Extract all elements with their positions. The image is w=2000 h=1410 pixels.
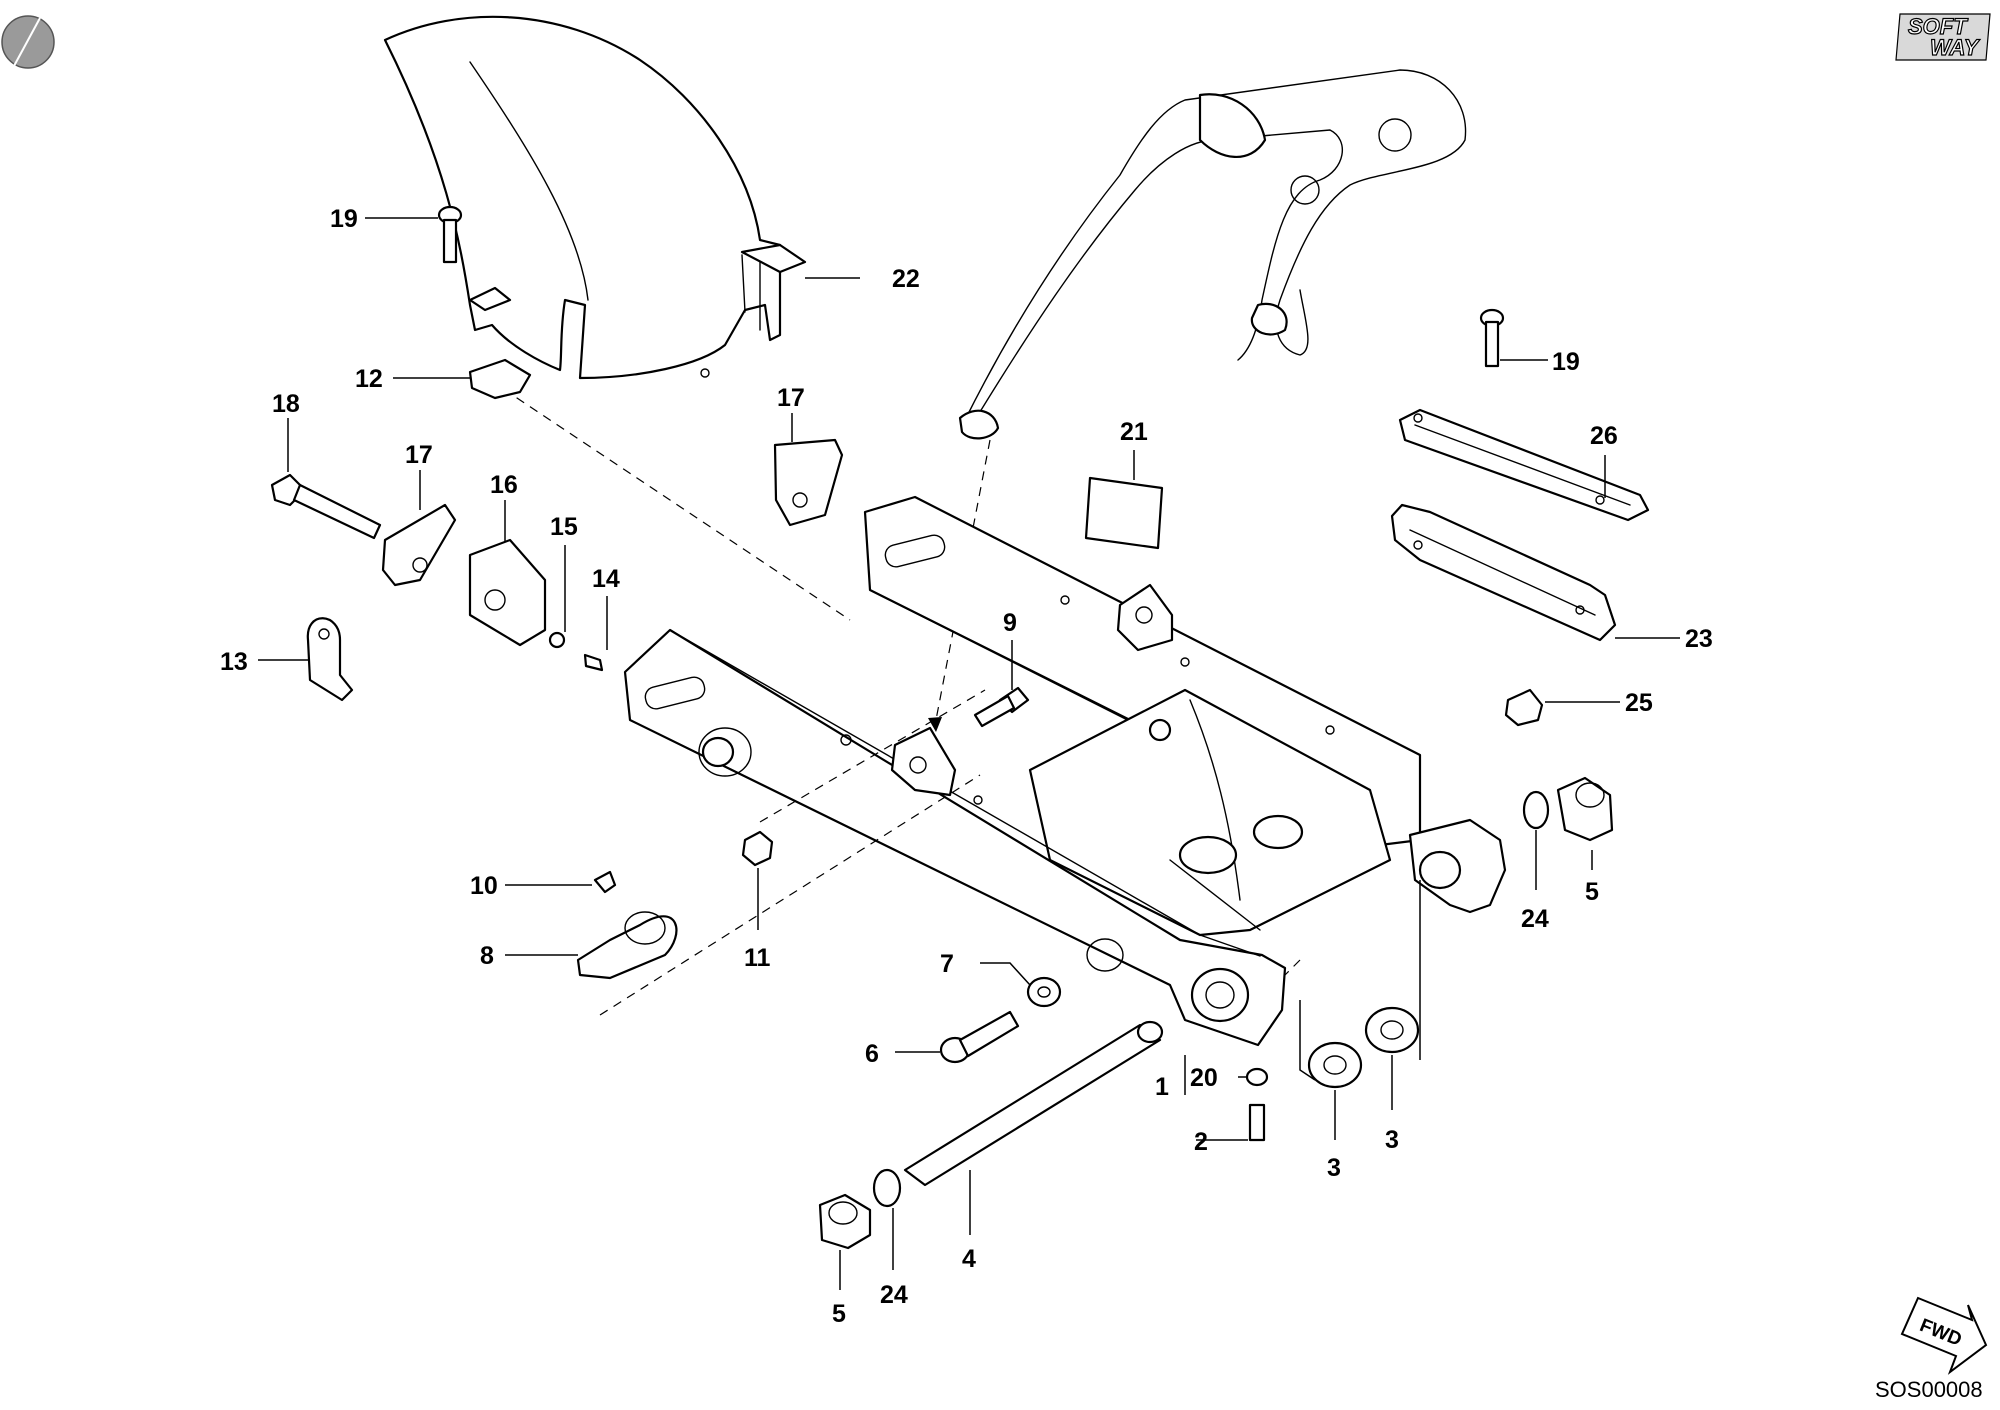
brand-logo-line1: SOFT	[1908, 14, 1968, 39]
callout-leaders	[258, 217, 1680, 1290]
callout-9: 9	[1003, 609, 1017, 637]
callout-14: 14	[592, 565, 620, 593]
callout-17a: 17	[777, 384, 805, 412]
label-sticker	[1084, 476, 1164, 550]
callout-15: 15	[550, 513, 578, 541]
pivot-shaft-4	[903, 1020, 1164, 1187]
construction-line-b	[599, 774, 981, 1016]
washer-7	[1026, 976, 1062, 1008]
chain-guide-bracket-a	[773, 438, 844, 527]
callout-26: 26	[1590, 422, 1618, 450]
brand-logo-line2: WAY	[1930, 35, 1981, 60]
callout-17b: 17	[405, 441, 433, 469]
bolt-6	[939, 1010, 1020, 1064]
washer-3b	[1364, 1006, 1420, 1054]
callout-11: 11	[744, 944, 771, 972]
chain-guide-bracket-b	[381, 503, 457, 587]
construction-line-d	[1284, 959, 1301, 976]
callout-25: 25	[1625, 689, 1653, 717]
nut-11	[741, 830, 774, 867]
pivot-cap-5b	[818, 1193, 872, 1250]
drawing-code: SOS00008	[1875, 1377, 1983, 1402]
brand-logo: SOFT WAY	[1895, 13, 1991, 61]
callout-6: 6	[865, 1040, 879, 1068]
screw-19a	[437, 205, 463, 264]
callout-4: 4	[962, 1245, 976, 1273]
corner-mark-icon	[1, 15, 55, 69]
circlip-24b	[872, 1168, 902, 1208]
callout-10: 10	[470, 872, 498, 900]
mudguard-clip	[468, 358, 532, 400]
callout-23: 23	[1685, 625, 1713, 653]
chain-guide-lower	[1390, 503, 1617, 642]
clamp-8	[576, 915, 678, 980]
callout-labels: 19 22 12 17 18 17 16 15 14 13 21 19 26 2…	[220, 205, 1713, 1328]
chain-guide-upper	[1398, 408, 1650, 522]
callout-2: 2	[1194, 1128, 1208, 1156]
callout-3a: 3	[1327, 1154, 1341, 1182]
callout-21: 21	[1120, 418, 1148, 446]
construction-line-a	[489, 379, 851, 621]
adjuster-bolt	[270, 473, 382, 540]
callout-18: 18	[272, 390, 300, 418]
screw-19b	[1479, 308, 1505, 368]
construction-line-c	[759, 689, 986, 823]
callout-16: 16	[490, 471, 518, 499]
callout-5b: 5	[832, 1300, 846, 1328]
callout-5a: 5	[1585, 878, 1599, 906]
screw-10	[593, 870, 617, 894]
callout-22: 22	[892, 265, 920, 293]
bushing-25	[1504, 688, 1544, 727]
circlip-24a	[1522, 790, 1550, 830]
callout-24a: 24	[1521, 905, 1549, 933]
bolt-2	[1248, 1103, 1266, 1142]
frame-subframe	[958, 69, 1467, 440]
callout-1: 1	[1155, 1073, 1169, 1101]
callout-19a: 19	[330, 205, 358, 233]
callout-8: 8	[480, 942, 494, 970]
callout-7: 7	[940, 950, 954, 978]
callout-12: 12	[355, 365, 383, 393]
leader-front-pivot	[1299, 1000, 1316, 1081]
chain-adjuster-block	[468, 538, 547, 647]
screw-14	[583, 653, 604, 672]
callout-3b: 3	[1385, 1126, 1399, 1154]
callout-13: 13	[220, 648, 248, 676]
bolt-9	[973, 686, 1030, 728]
forward-direction-icon: FWD	[1900, 1296, 1988, 1375]
rear-mudguard	[383, 15, 807, 380]
swingarm	[623, 495, 1507, 1047]
callout-20: 20	[1190, 1064, 1218, 1092]
callout-24b: 24	[880, 1281, 908, 1309]
pivot-cap-5a	[1556, 776, 1614, 842]
bracket-13	[306, 617, 354, 702]
callout-19b: 19	[1552, 348, 1580, 376]
nut-20	[1245, 1067, 1269, 1087]
washer-15	[548, 631, 566, 649]
washer-3a	[1307, 1041, 1363, 1089]
